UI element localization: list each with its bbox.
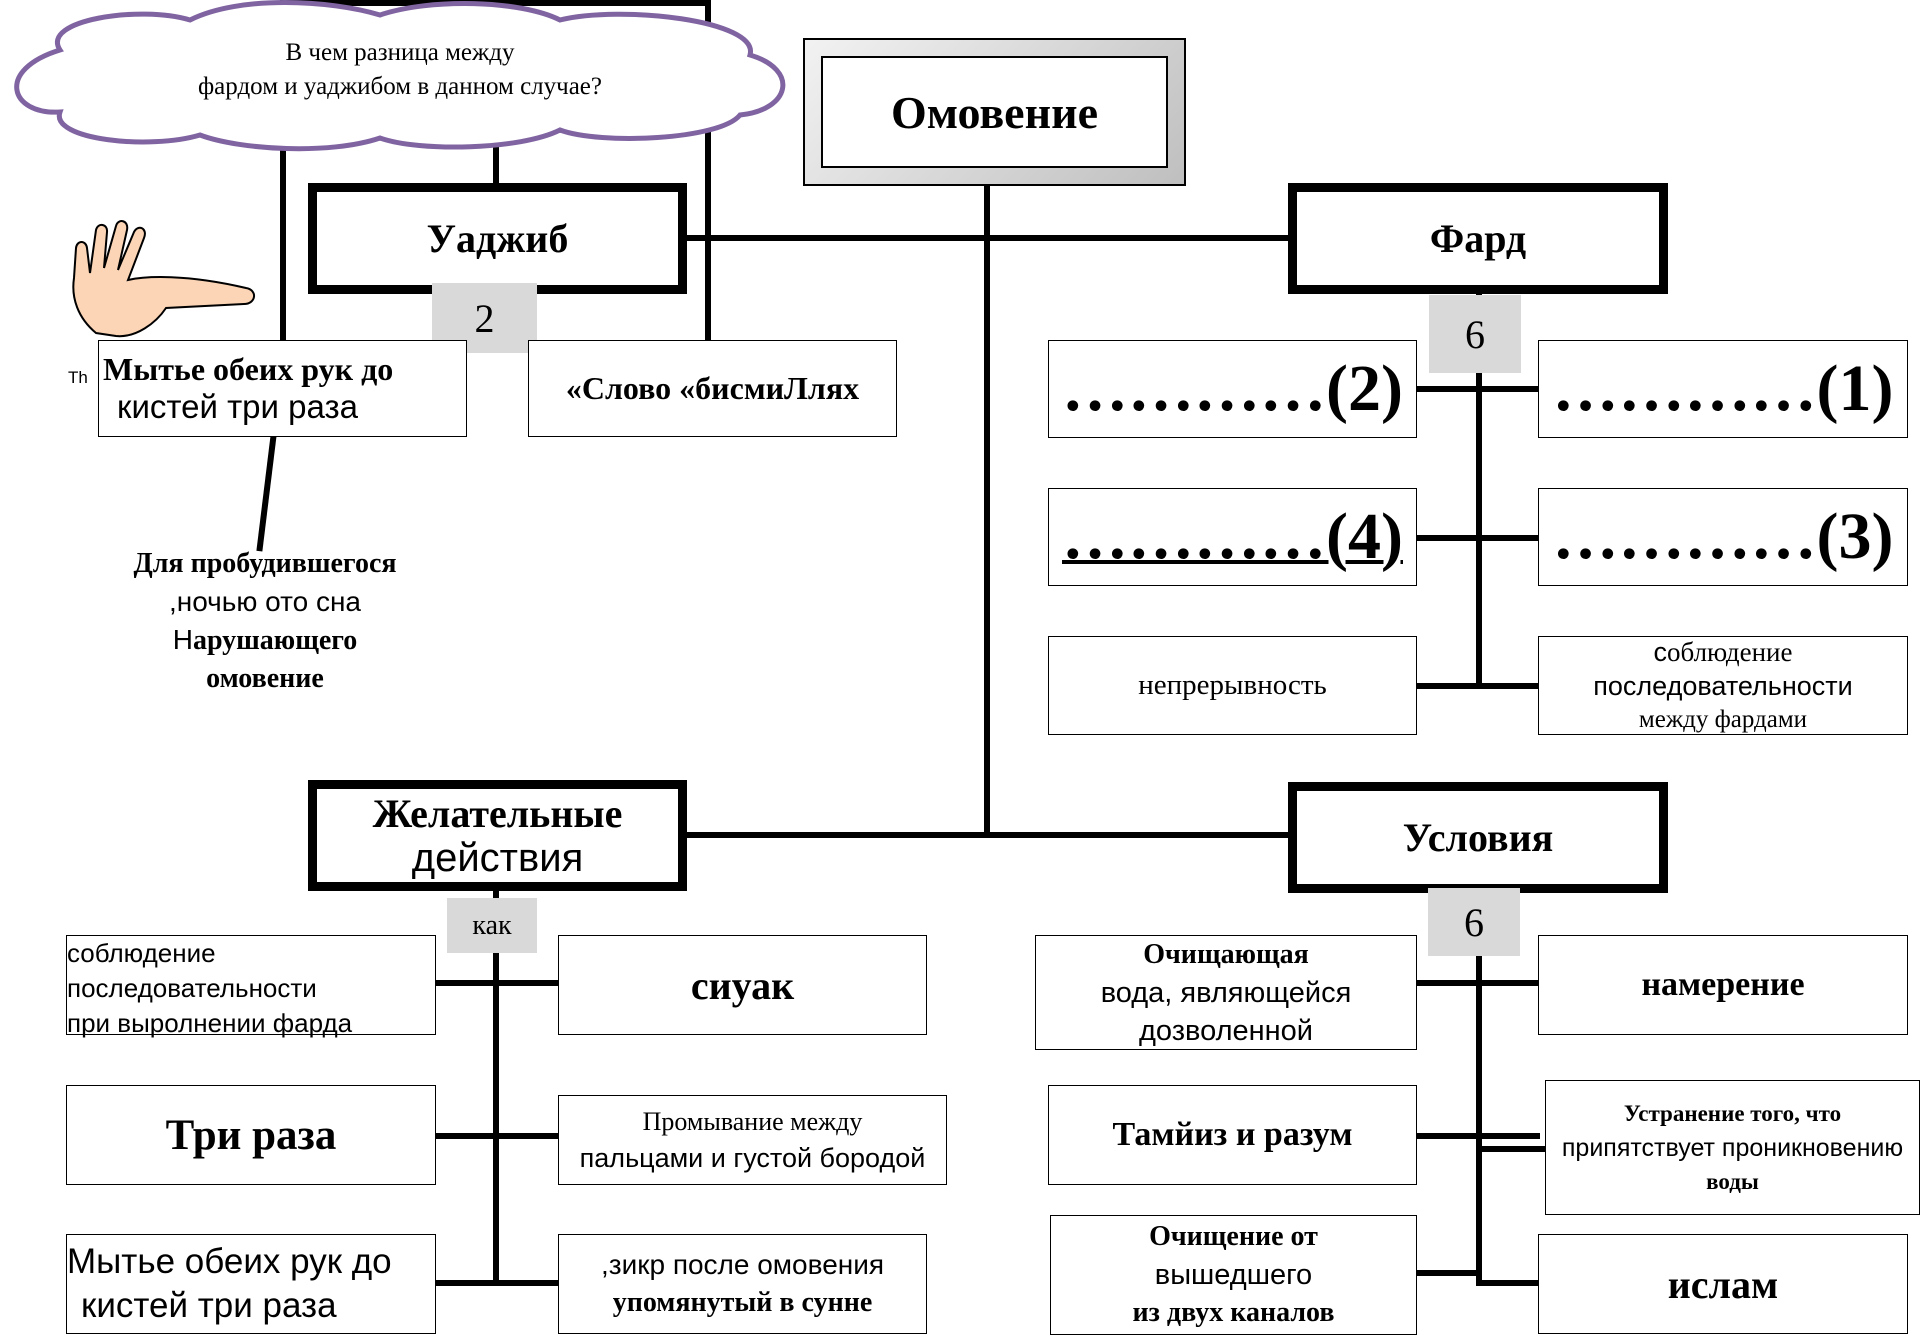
- desirable-node: Желательные действия: [308, 780, 687, 891]
- fard-node: Фард: [1288, 183, 1668, 294]
- fard-blank-2-label: …………(2): [1062, 352, 1403, 425]
- fard-blank-3-label: …………(3): [1552, 500, 1894, 573]
- conditions-intention-label: намерение: [1641, 966, 1805, 1003]
- conditions-remove-line-3: воды: [1706, 1168, 1759, 1194]
- wajib-item-bismillah-label: «Слово «бисмиЛлях: [565, 370, 860, 406]
- cloud-line-1: В чем разница между: [285, 39, 515, 66]
- wajib-label: Уаджиб: [426, 215, 569, 261]
- conditions-water: Очищающая вода, являющейся дозволенной: [1035, 935, 1417, 1050]
- wajib-item-hands: Мытье обеих рук до кистей три раза: [98, 340, 467, 437]
- desirable-dhikr: ,зикр после омовения упомянутый в сунне: [558, 1234, 927, 1334]
- fard-blank-4-label: …………(4): [1062, 500, 1403, 573]
- thought-cloud: [14, 0, 786, 152]
- desirable-rinse-line-2: пальцами и густой бородой: [579, 1143, 926, 1173]
- desirable-hands-line-1: Мытье обеих рук до: [67, 1242, 392, 1281]
- conditions-count-badge: 6: [1428, 888, 1520, 956]
- desirable-order: соблюдение последовательности при выролн…: [66, 935, 436, 1038]
- fard-blank-4: …………(4): [1048, 488, 1417, 586]
- conditions-purify: Очищение от вышедшего из двух каналов: [1050, 1215, 1417, 1335]
- wajib-note-line-1: Для пробудившегося: [133, 548, 397, 579]
- wajib-item-hands-prefix: Th: [68, 368, 88, 387]
- conditions-count: 6: [1464, 899, 1484, 945]
- wajib-node: Уаджиб: [308, 183, 687, 294]
- fard-continuity: непрерывность: [1048, 636, 1417, 735]
- conditions-purify-line-3: из двух каналов: [1132, 1297, 1335, 1328]
- conditions-remove: Устранение того, что припятствует проник…: [1545, 1080, 1920, 1215]
- desirable-rinse-line-1: Промывание между: [642, 1107, 863, 1136]
- conditions-label: Условия: [1402, 814, 1554, 860]
- wajib-count-badge: 2: [432, 283, 537, 353]
- desirable-dhikr-line-1: ,зикр после омовения: [600, 1249, 885, 1280]
- fard-order-line-2: последовательности: [1593, 670, 1853, 701]
- wajib-count: 2: [474, 295, 495, 341]
- conditions-water-line-3: дозволенной: [1139, 1014, 1313, 1047]
- conditions-intention: намерение: [1538, 935, 1908, 1035]
- conditions-remove-line-1: Устранение того, что: [1623, 1100, 1842, 1126]
- conditions-remove-line-2: припятствует проникновению: [1561, 1133, 1904, 1162]
- root-label: Омовение: [890, 86, 1099, 138]
- conditions-islam: ислам: [1538, 1234, 1908, 1334]
- cloud-question: В чем разница между фардом и уаджибом в …: [100, 36, 700, 104]
- desirable-siwak-label: сиуак: [690, 962, 795, 1008]
- desirable-hands: Мытье обеих рук до кистей три раза: [66, 1234, 436, 1334]
- conditions-islam-label: ислам: [1667, 1261, 1779, 1307]
- desirable-hands-line-2: кистей три раза: [81, 1286, 337, 1325]
- fard-blank-3: …………(3): [1538, 488, 1908, 586]
- desirable-label-line-1: Желательные: [372, 790, 623, 836]
- conditions-tamyiz-label: Тамйиз и разум: [1112, 1116, 1353, 1153]
- hand-icon: [72, 220, 255, 338]
- conditions-water-line-1: Очищающая: [1143, 938, 1309, 970]
- wajib-item-bismillah: «Слово «бисмиЛлях: [528, 340, 897, 437]
- desirable-three-times: Три раза: [66, 1085, 436, 1185]
- fard-label: Фард: [1429, 215, 1527, 261]
- fard-count-badge: 6: [1429, 295, 1521, 373]
- conditions-purify-line-2: вышедшего: [1154, 1259, 1313, 1291]
- desirable-order-line-2: последовательности: [67, 973, 317, 1003]
- fard-order-line-1: соблюдение: [1653, 636, 1793, 667]
- root-node: Омовение: [803, 38, 1186, 186]
- fard-order: соблюдение последовательности между фард…: [1538, 636, 1908, 735]
- desirable-order-line-1: соблюдение: [67, 938, 216, 968]
- cloud-line-2: фардом и уаджибом в данном случае?: [197, 73, 603, 100]
- conditions-node: Условия: [1288, 782, 1668, 893]
- wajib-note-line-4: омовение: [206, 663, 324, 694]
- wajib-note-line-2: ,ночью ото сна: [168, 586, 361, 617]
- desirable-dhikr-line-2: упомянутый в сунне: [612, 1287, 873, 1318]
- desirable-siwak: сиуак: [558, 935, 927, 1035]
- wajib-note-line-3: Нарушающего: [172, 624, 358, 656]
- conditions-water-line-2: вода, являющейся: [1100, 976, 1352, 1009]
- fard-blank-1: …………(1): [1538, 340, 1908, 438]
- desirable-order-line-3: при выролнении фарда: [67, 1008, 353, 1038]
- desirable-count: как: [472, 909, 512, 941]
- desirable-label-line-2: действия: [411, 835, 584, 880]
- desirable-rinse: Промывание между пальцами и густой бород…: [558, 1095, 947, 1185]
- conditions-tamyiz: Тамйиз и разум: [1048, 1085, 1417, 1185]
- fard-continuity-label: непрерывность: [1138, 669, 1327, 701]
- conditions-purify-line-1: Очищение от: [1149, 1221, 1318, 1252]
- wajib-note: Для пробудившегося ,ночью ото сна Наруша…: [90, 545, 440, 698]
- fard-blank-2: …………(2): [1048, 340, 1417, 438]
- fard-blank-1-label: …………(1): [1552, 352, 1894, 425]
- fard-count: 6: [1465, 311, 1485, 357]
- wajib-item-hands-line-1: Мытье обеих рук до: [103, 351, 394, 387]
- wajib-item-hands-line-2: кистей три раза: [117, 388, 358, 425]
- desirable-count-badge: как: [447, 898, 537, 953]
- fard-order-line-3: между фардами: [1638, 705, 1808, 733]
- desirable-three-times-label: Три раза: [165, 1111, 337, 1159]
